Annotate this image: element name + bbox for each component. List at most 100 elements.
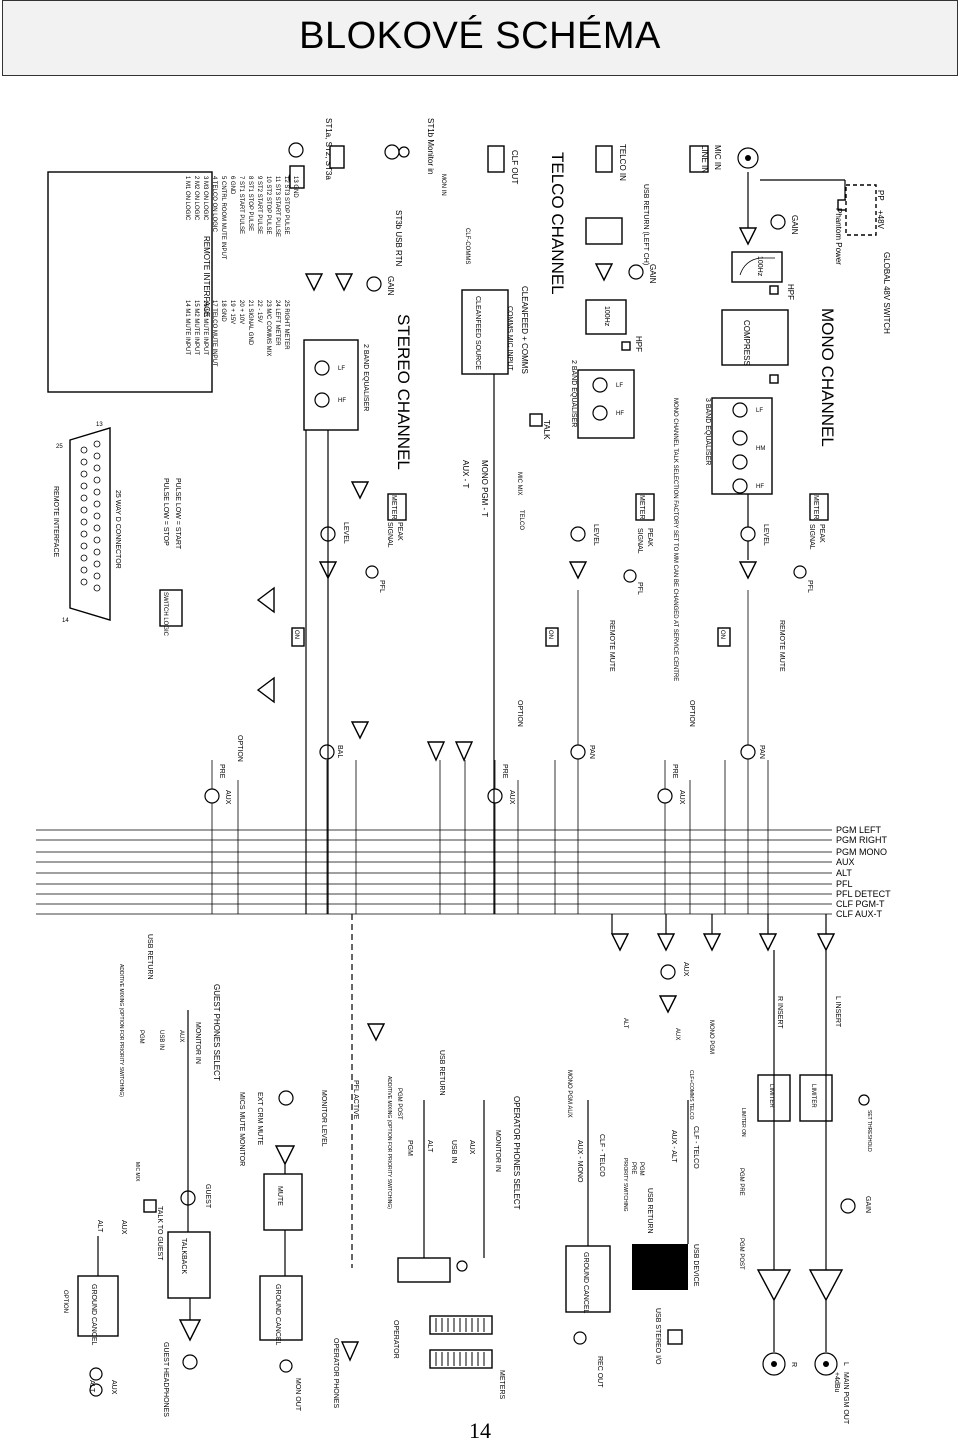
svg-text:PGM: PGM [138, 1030, 144, 1044]
svg-text:MONO PGM AUX: MONO PGM AUX [566, 1070, 572, 1118]
mono-channel-title: MONO CHANNEL [818, 308, 837, 447]
svg-text:OPTION: OPTION [236, 735, 243, 762]
svg-text:USB STEREO I/O: USB STEREO I/O [654, 1308, 661, 1365]
svg-text:21 SIGNAL GND: 21 SIGNAL GND [247, 300, 253, 346]
svg-text:AUX: AUX [682, 962, 689, 977]
svg-text:LIMITER: LIMITER [810, 1084, 816, 1108]
svg-text:PEAK: PEAK [818, 524, 825, 543]
svg-text:TALKBACK: TALKBACK [180, 1238, 187, 1274]
svg-text:AUX: AUX [674, 1028, 680, 1040]
global-48v-label: GLOBAL 48V SWITCH [882, 252, 891, 334]
svg-text:100Hz: 100Hz [756, 256, 763, 277]
cleanfeed-box [461, 289, 509, 375]
svg-text:REMOTE MUTE: REMOTE MUTE [778, 620, 785, 672]
svg-text:6 GND: 6 GND [229, 176, 235, 195]
ground-cancel-guest-box [77, 1275, 119, 1337]
svg-text:HF: HF [756, 484, 764, 490]
svg-text:PEAK: PEAK [396, 522, 403, 541]
svg-text:11 ST3 START PULSE: 11 ST3 START PULSE [274, 176, 280, 237]
telco-aux-knob-icon [487, 788, 503, 804]
svg-text:PGM POST: PGM POST [396, 1088, 402, 1120]
stereo-channel: STEREO CHANNEL ST1b Monitor in ST1a, ST2… [159, 118, 446, 914]
svg-text:REMOTE INTERFACE: REMOTE INTERFACE [52, 486, 59, 558]
svg-text:USB DEVICE: USB DEVICE [692, 1244, 699, 1287]
svg-text:24 LEFT METER: 24 LEFT METER [274, 300, 280, 346]
telco-channel: TELCO CHANNEL TELCO IN USB RETURN (LEFT … [426, 144, 678, 914]
ground-cancel-mon-box [259, 1275, 303, 1341]
svg-text:3 BAND EQUALISER: 3 BAND EQUALISER [704, 398, 711, 465]
output-gain-knob-icon [840, 1198, 856, 1214]
svg-text:LEVEL: LEVEL [762, 524, 769, 546]
stereo-eq2-box [303, 339, 359, 431]
svg-text:MONO CHANNEL TALK SELECTION FA: MONO CHANNEL TALK SELECTION FACTORY SET … [672, 398, 678, 681]
svg-text:CLF - TELCO: CLF - TELCO [692, 1126, 699, 1169]
svg-text:HF: HF [338, 398, 346, 404]
svg-text:19 + 15V: 19 + 15V [229, 300, 235, 324]
mono-channel: MONO CHANNEL MIC IN LINE IN PP +48V GLOB… [657, 145, 891, 805]
bus-label: PFL DETECT [836, 889, 891, 899]
svg-text:SET THRESHOLD: SET THRESHOLD [866, 1110, 872, 1152]
bus-labels: PGM LEFT PGM RIGHT PGM MONO AUX ALT PFL … [836, 825, 891, 919]
stereo-channel-title: STEREO CHANNEL [394, 314, 413, 470]
svg-text:METER: METER [638, 495, 645, 520]
svg-text:USB RETURN: USB RETURN [438, 1050, 445, 1096]
stereo-meter-box [387, 493, 407, 521]
svg-text:PFL: PFL [378, 580, 385, 593]
mono-meter-box [809, 493, 829, 521]
phantom-switch [845, 184, 877, 236]
stereo-on-button [291, 627, 305, 647]
svg-text:EXT CRM MUTE: EXT CRM MUTE [256, 1092, 263, 1145]
svg-text:25: 25 [56, 444, 63, 450]
svg-text:PEAK: PEAK [646, 528, 653, 547]
bus-label: PFL [836, 879, 853, 889]
svg-text:LEVEL: LEVEL [592, 524, 599, 546]
svg-text:23 M/C COMMS MIX: 23 M/C COMMS MIX [265, 300, 271, 356]
svg-text:OPTION: OPTION [516, 700, 523, 727]
svg-text:GUEST HEADPHONES: GUEST HEADPHONES [162, 1342, 169, 1417]
svg-text:8 ST1 STOP PULSE: 8 ST1 STOP PULSE [247, 176, 253, 231]
svg-text:PFL: PFL [806, 580, 813, 593]
svg-text:ST3b USB RTN: ST3b USB RTN [394, 210, 403, 267]
svg-text:GROUND CANCEL: GROUND CANCEL [582, 1252, 589, 1314]
svg-text:MONITOR IN: MONITOR IN [194, 1022, 201, 1064]
telco-eq2-box [577, 369, 635, 439]
page-title: BLOKOVÉ SCHÉMA [299, 15, 661, 57]
remote-interface: REMOTE INTERFACE 1 M1 ON LOGIC 2 M2 ON L… [47, 171, 298, 624]
svg-text:7 ST1 START PULSE: 7 ST1 START PULSE [238, 176, 244, 234]
svg-text:HPF: HPF [634, 336, 643, 352]
svg-text:HPF: HPF [786, 284, 795, 300]
svg-text:MONITOR IN: MONITOR IN [494, 1130, 501, 1172]
svg-text:GROUND CANCEL: GROUND CANCEL [274, 1284, 281, 1346]
svg-text:10 ST2 STOP PULSE: 10 ST2 STOP PULSE [265, 176, 271, 234]
svg-text:ON: ON [547, 630, 553, 639]
svg-text:SWITCH LOGIC: SWITCH LOGIC [162, 592, 168, 637]
mono-gain-knob-icon [770, 214, 786, 230]
svg-text:GROUND CANCEL: GROUND CANCEL [90, 1284, 97, 1346]
page-number: 14 [469, 1418, 491, 1443]
svg-text:13: 13 [96, 422, 103, 428]
svg-text:REMOTE MUTE: REMOTE MUTE [608, 620, 615, 672]
svg-text:ALT: ALT [426, 1140, 433, 1153]
svg-text:GUEST: GUEST [204, 1184, 211, 1209]
svg-text:ST1b Monitor in: ST1b Monitor in [426, 118, 435, 174]
svg-text:MONITOR LEVEL: MONITOR LEVEL [320, 1090, 327, 1147]
svg-text:METER: METER [390, 495, 397, 520]
monitor-level-knob-icon [278, 1090, 294, 1106]
svg-text:METERS: METERS [498, 1370, 505, 1400]
svg-text:LF: LF [616, 383, 623, 389]
svg-text:GAIN: GAIN [648, 264, 657, 284]
bus-bars [36, 829, 832, 915]
svg-text:ON: ON [293, 630, 299, 639]
stereo-gain-knob-icon [366, 276, 382, 292]
aux-out-knob-icon [660, 964, 676, 980]
ground-cancel-rec-box [565, 1245, 611, 1313]
svg-text:HF: HF [616, 411, 624, 417]
svg-text:25 RIGHT METER: 25 RIGHT METER [283, 300, 289, 350]
svg-text:17 TELCO MUTE INPUT: 17 TELCO MUTE INPUT [211, 300, 217, 367]
telco-hpf-box [585, 299, 627, 335]
svg-text:AUX: AUX [178, 1030, 184, 1042]
svg-text:SIGNAL: SIGNAL [386, 522, 393, 548]
svg-text:BAL: BAL [336, 745, 343, 758]
svg-text:TELCO: TELCO [518, 510, 524, 530]
svg-text:REMOTE INTERFACE: REMOTE INTERFACE [202, 236, 211, 317]
